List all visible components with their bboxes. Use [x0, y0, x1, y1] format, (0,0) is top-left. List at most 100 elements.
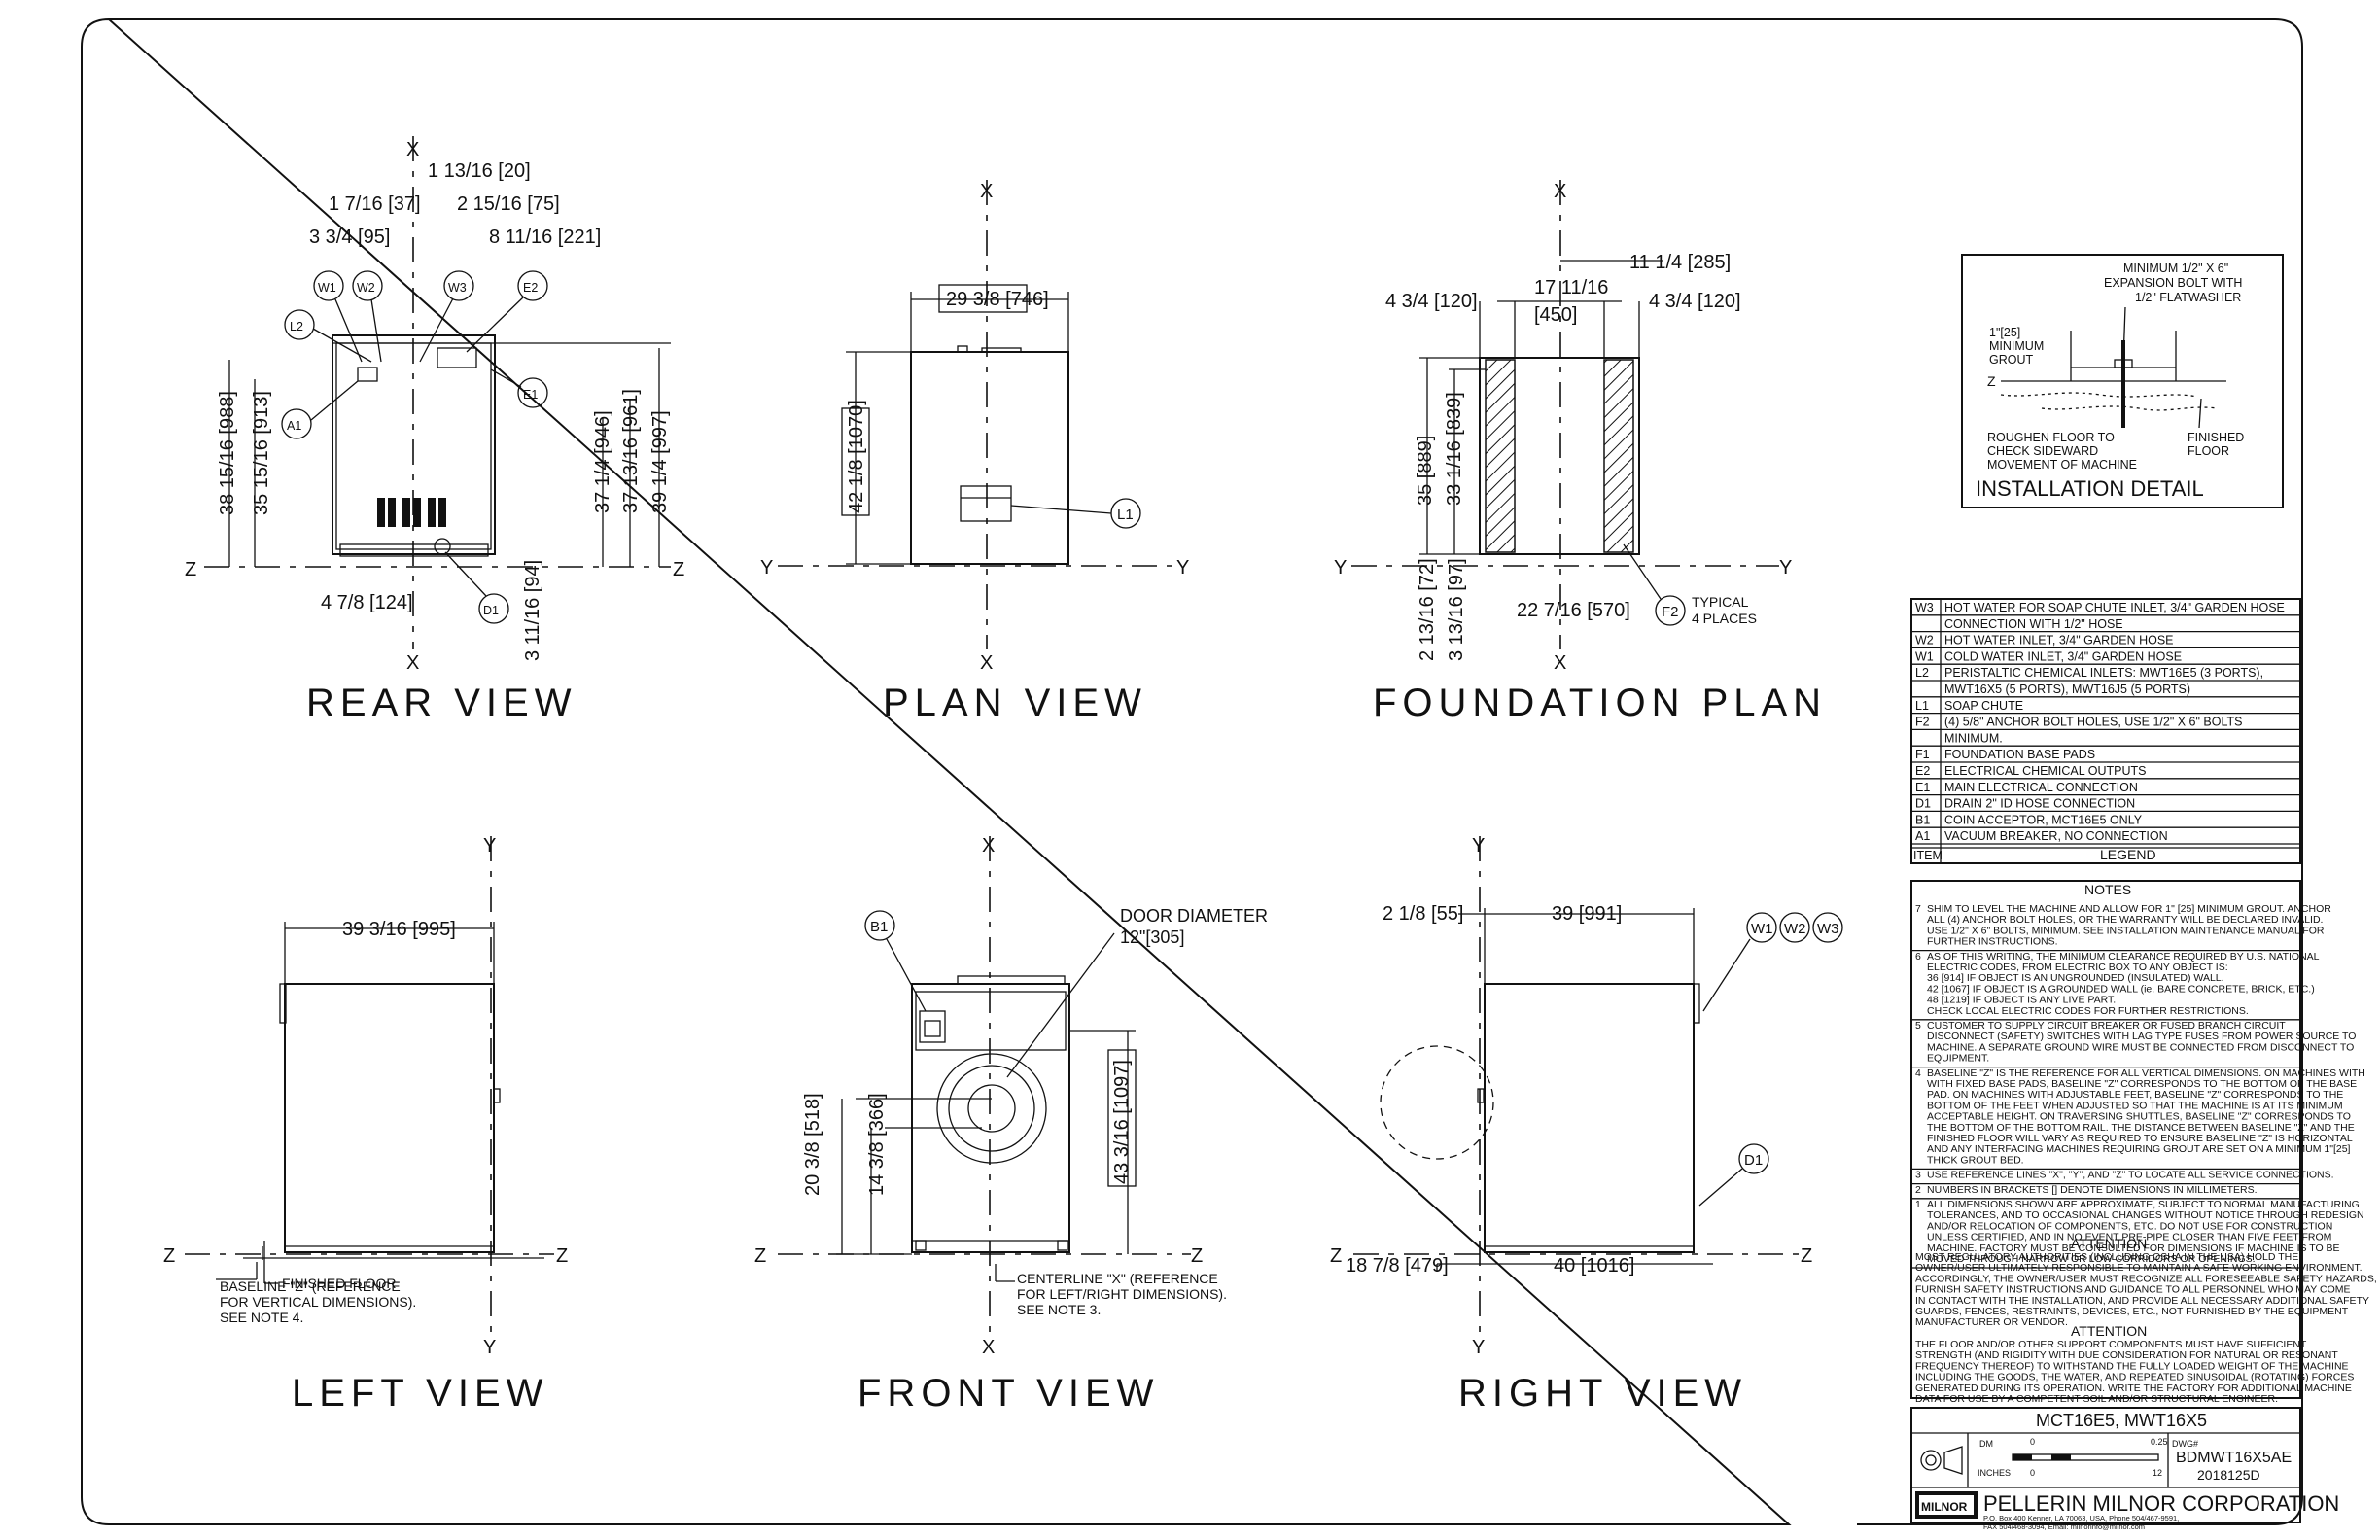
install-z-label: Z: [1987, 373, 1996, 389]
foundation-dim-450: [450]: [1534, 304, 1577, 326]
left-dim-995: 39 3/16 [995]: [342, 919, 456, 940]
legend-item-text: HOT WATER FOR SOAP CHUTE INLET, 3/4" GAR…: [1944, 601, 2285, 614]
foundation-pad-left: [1485, 359, 1516, 553]
legend-item-text: ELECTRICAL CHEMICAL OUTPUTS: [1944, 764, 2146, 778]
svg-text:W1: W1: [1751, 921, 1773, 937]
rear-view: X X Z Z 1 13/16 [20] 1 7/16 [37] 2 15/16…: [185, 136, 684, 724]
front-axis-z-right: Z: [1191, 1245, 1203, 1267]
notes-title: NOTES: [2084, 882, 2131, 897]
install-bolt-note-3: 1/2" FLATWASHER: [2135, 291, 2241, 304]
legend-item-code: A1: [1915, 829, 1930, 843]
note-line: BOTTOM OF THE FEET WHEN ADJUSTED SO THAT…: [1927, 1100, 2343, 1111]
note-line: PAD. ON MACHINES WITH ADJUSTABLE FEET, B…: [1927, 1089, 2343, 1101]
attention1-line: FURNISH SAFETY INSTRUCTIONS AND GUIDANCE…: [1915, 1284, 2351, 1296]
legend-item-code: W2: [1915, 634, 1934, 648]
note-line: CUSTOMER TO SUPPLY CIRCUIT BREAKER OR FU…: [1927, 1020, 2286, 1032]
front-dim-1097: 43 3/16 [1097]: [1111, 1060, 1133, 1184]
rear-dim-946: 37 1/4 [946]: [592, 410, 613, 513]
plan-axis-x-top: X: [980, 181, 993, 202]
front-door-outer: [936, 1053, 1047, 1164]
front-view-title: FRONT VIEW: [858, 1372, 1159, 1415]
note-line: SHIM TO LEVEL THE MACHINE AND ALLOW FOR …: [1927, 903, 2331, 915]
plan-view: X X Y Y 29 3/8 [746] 42 1/8 [1070] L1 PL…: [760, 180, 1189, 724]
right-axis-z-right: Z: [1801, 1245, 1812, 1267]
note-line: 42 [1067] IF OBJECT IS A GROUNDED WALL (…: [1927, 983, 2315, 995]
right-callout-w2: W2: [1779, 912, 1810, 943]
right-callout-w3: W3: [1812, 912, 1843, 943]
install-floor-note-2: FLOOR: [2188, 444, 2229, 458]
legend-item-code: W1: [1915, 649, 1934, 663]
note-line: EQUIPMENT.: [1927, 1053, 1989, 1065]
rear-axis-x-bottom: X: [406, 652, 419, 674]
left-axis-z-left: Z: [163, 1245, 175, 1267]
milnor-logo: MILNOR: [1915, 1491, 1978, 1519]
legend-header-item: ITEM: [1913, 849, 1942, 862]
rear-dim-75: 2 15/16 [75]: [457, 193, 560, 215]
title-block: MCT16E5, MWT16X5 DM 0 0.25 INCHES 0 12 D…: [1910, 1407, 2339, 1531]
attention2-line: THE FLOOR AND/OR OTHER SUPPORT COMPONENT…: [1915, 1339, 2307, 1350]
install-grout-note-2: MINIMUM: [1989, 339, 2044, 353]
svg-text:W2: W2: [1784, 921, 1806, 937]
note-line: ELECTRIC CODES, FROM ELECTRIC BOX TO ANY…: [1927, 962, 2228, 973]
front-view: X X Z Z 20 3/8 [518] 14 3/8 [366] 43 3/1…: [754, 835, 1268, 1415]
rear-axis-x-top: X: [406, 139, 419, 160]
foundation-dim-285: 11 1/4 [285]: [1629, 252, 1731, 273]
dwg-number: BDMWT16X5AE: [2176, 1450, 2292, 1466]
legend-item-text: (4) 5/8" ANCHOR BOLT HOLES, USE 1/2" X 6…: [1944, 716, 2242, 729]
foundation-dim-120-left: 4 3/4 [120]: [1385, 291, 1478, 312]
attention2-line: DATA FOR USE BY A COMPETENT SOIL AND/OR …: [1915, 1393, 2278, 1405]
rear-callout-d1: D1: [478, 593, 509, 624]
legend-item-text: MAIN ELECTRICAL CONNECTION: [1944, 781, 2138, 794]
rear-callout-a1: A1: [281, 408, 312, 439]
date-code: 2018125D: [2197, 1467, 2260, 1483]
legend-item-text: VACUUM BREAKER, NO CONNECTION: [1944, 829, 2168, 843]
foundation-axis-y-left: Y: [1334, 557, 1347, 578]
attention2-line: FREQUENCY THEREOF) TO WITHSTAND THE FULL…: [1915, 1360, 2349, 1372]
front-callout-b1: B1: [864, 910, 895, 941]
right-callout-w1: W1: [1746, 912, 1777, 943]
svg-text:D1: D1: [1744, 1152, 1763, 1169]
rear-dim-221: 8 11/16 [221]: [489, 227, 601, 248]
svg-text:W2: W2: [357, 281, 375, 295]
legend-item-code: L1: [1915, 699, 1929, 713]
legend-item-text: FOUNDATION BASE PADS: [1944, 748, 2095, 761]
attention1-line: MANUFACTURER OR VENDOR.: [1915, 1316, 2068, 1328]
left-machine-body: [284, 983, 495, 1253]
left-baseline-note-1: BASELINE "Z" (REFERENCE: [220, 1278, 401, 1294]
legend-item-code: L2: [1915, 666, 1929, 680]
legend-item-text: SOAP CHUTE: [1944, 699, 2023, 713]
dwg-label: DWG#: [2172, 1439, 2198, 1449]
note-number: 6: [1915, 951, 1921, 962]
left-axis-y-top: Y: [483, 835, 496, 857]
plan-soap-chute: [960, 485, 1012, 522]
front-axis-x-top: X: [982, 835, 995, 857]
rear-callout-w3: W3: [443, 270, 474, 301]
note-number: 4: [1915, 1068, 1921, 1079]
left-view-title: LEFT VIEW: [292, 1372, 548, 1415]
company-address-2: FAX 504/468-3094, Email: milnorinfo@miln…: [1983, 1522, 2145, 1531]
front-door-inner: [948, 1065, 1035, 1152]
note-number: 5: [1915, 1020, 1921, 1032]
rear-dim-top-20: 1 13/16 [20]: [428, 160, 531, 182]
legend-item-text: CONNECTION WITH 1/2" HOSE: [1944, 617, 2123, 631]
foundation-dim-570: 22 7/16 [570]: [1517, 600, 1630, 621]
note-line: FURTHER INSTRUCTIONS.: [1927, 936, 2058, 948]
foundation-axis-x-bottom: X: [1554, 652, 1566, 674]
plan-dim-746: 29 3/8 [746]: [946, 289, 1049, 310]
install-roughen-note-3: MOVEMENT OF MACHINE: [1987, 458, 2137, 472]
right-dim-479: 18 7/8 [479]: [1346, 1255, 1449, 1277]
left-view: Y Y Z Z 39 3/16 [995] FINISHED FLOOR BAS…: [163, 835, 568, 1415]
plan-callout-l1: L1: [1110, 498, 1141, 529]
foundation-dim-97: 3 13/16 [97]: [1446, 558, 1467, 661]
rear-drain-outlet: [434, 538, 451, 555]
attention1-line: GUARDS, FENCES, RESTRAINTS, DEVICES, ETC…: [1915, 1306, 2349, 1317]
right-door-swing: [1380, 1045, 1494, 1160]
front-door-label: DOOR DIAMETER: [1120, 906, 1268, 926]
note-number: 3: [1915, 1170, 1921, 1181]
note-line: AND/OR RELOCATION OF COMPONENTS, ETC. DO…: [1927, 1220, 2332, 1232]
plan-view-title: PLAN VIEW: [883, 682, 1147, 724]
attention1-line: OWNER/USER ULTIMATELY RESPONSIBLE TO MAI…: [1915, 1262, 2362, 1274]
